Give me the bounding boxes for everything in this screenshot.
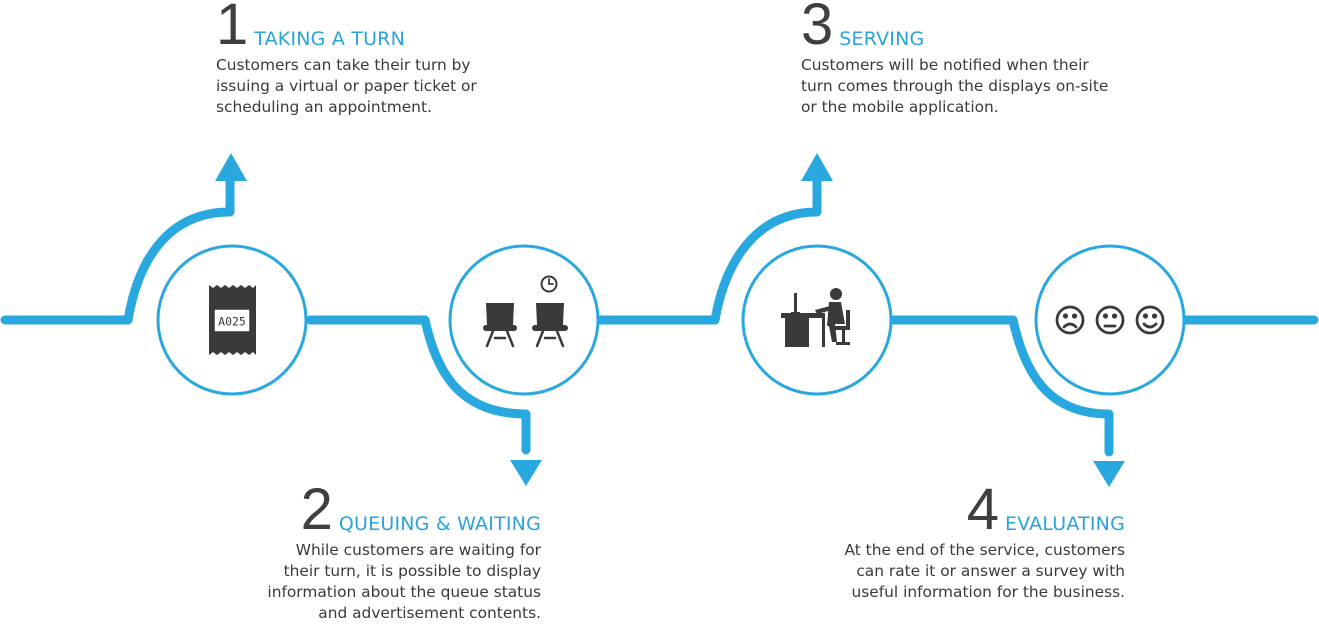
step-4-number: 4: [966, 477, 999, 542]
step-1-desc-line: scheduling an appointment.: [216, 98, 432, 116]
step-4-desc-line: useful information for the business.: [851, 583, 1125, 601]
step-4-description: At the end of the service, customers can…: [780, 540, 1125, 603]
arrow-up-3-icon: [801, 153, 833, 181]
neutral-face-icon: [1095, 305, 1125, 335]
step-2: 2 QUEUING & WAITING While customers are …: [200, 477, 541, 624]
arrow-up-1-icon: [215, 153, 247, 181]
step-3-number: 3: [801, 0, 834, 57]
step-1-description: Customers can take their turn by issuing…: [216, 55, 536, 118]
happy-face-icon: [1135, 305, 1165, 335]
step-1-number: 1: [216, 0, 249, 57]
step-3-heading: 3 SERVING: [801, 0, 1161, 57]
step-3-desc-line: or the mobile application.: [801, 98, 999, 116]
step-2-desc-line: information about the queue status: [267, 583, 541, 601]
step-1-desc-line: Customers can take their turn by: [216, 56, 471, 74]
step-3-desc-line: turn comes through the displays on-site: [801, 77, 1109, 95]
step-1-title: TAKING A TURN: [254, 28, 405, 50]
step-2-number: 2: [300, 477, 333, 542]
step-2-description: While customers are waiting for their tu…: [200, 540, 541, 624]
ticket-icon: A025: [209, 285, 256, 355]
step-4-heading: 4 EVALUATING: [780, 477, 1125, 542]
step-2-title: QUEUING & WAITING: [338, 513, 541, 535]
step-1-heading: 1 TAKING A TURN: [216, 0, 536, 57]
step-2-heading: 2 QUEUING & WAITING: [200, 477, 541, 542]
step-3-desc-line: Customers will be notified when their: [801, 56, 1089, 74]
step-4-circle: [1034, 244, 1186, 396]
waiting-chairs-icon: [483, 275, 568, 348]
step-4: 4 EVALUATING At the end of the service, …: [780, 477, 1125, 603]
flow-branch-4: [1008, 315, 1114, 457]
step-3-circle: [741, 244, 893, 396]
step-4-desc-line: can rate it or answer a survey with: [856, 562, 1125, 580]
step-3: 3 SERVING Customers will be notified whe…: [801, 0, 1161, 118]
flow-branch-1: [123, 170, 235, 325]
step-1: 1 TAKING A TURN Customers can take their…: [216, 0, 536, 118]
step-2-circle: [448, 244, 600, 396]
step-2-desc-line: their turn, it is possible to display: [283, 562, 541, 580]
step-2-desc-line: While customers are waiting for: [295, 541, 541, 559]
ticket-label: A025: [218, 315, 246, 329]
step-4-desc-line: At the end of the service, customers: [844, 541, 1125, 559]
flow-branch-3: [710, 170, 822, 325]
step-2-desc-line: and advertisement contents.: [318, 604, 541, 622]
arrow-down-4-icon: [1093, 461, 1125, 487]
step-3-title: SERVING: [839, 28, 925, 50]
step-3-description: Customers will be notified when their tu…: [801, 55, 1161, 118]
step-4-title: EVALUATING: [1005, 513, 1125, 535]
desk-agent-icon: [781, 288, 850, 347]
arrow-down-2-icon: [510, 460, 542, 486]
rating-faces-icon: [1055, 305, 1165, 335]
flow-branch-2: [420, 315, 531, 455]
sad-face-icon: [1055, 305, 1085, 335]
step-1-desc-line: issuing a virtual or paper ticket or: [216, 77, 477, 95]
